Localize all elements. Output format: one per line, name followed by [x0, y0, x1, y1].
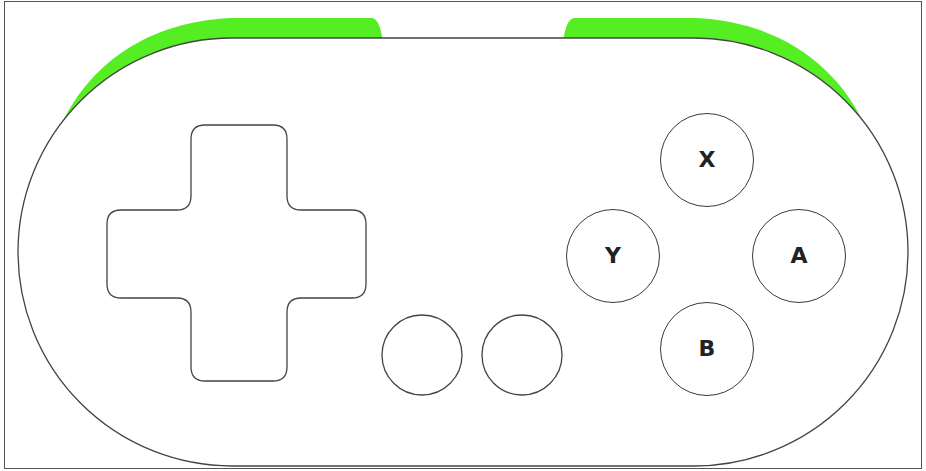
button-label: A — [790, 245, 807, 267]
button-label: X — [699, 149, 716, 171]
d-pad — [107, 125, 366, 381]
face-button: A — [752, 209, 846, 303]
face-button: B — [660, 302, 754, 396]
button-label: Y — [605, 245, 621, 267]
select-button — [382, 315, 462, 395]
controller-body — [18, 38, 908, 466]
start-button — [482, 315, 562, 395]
face-button: X — [660, 113, 754, 207]
button-label: B — [699, 338, 716, 360]
frame — [5, 2, 922, 469]
face-button: Y — [566, 209, 660, 303]
